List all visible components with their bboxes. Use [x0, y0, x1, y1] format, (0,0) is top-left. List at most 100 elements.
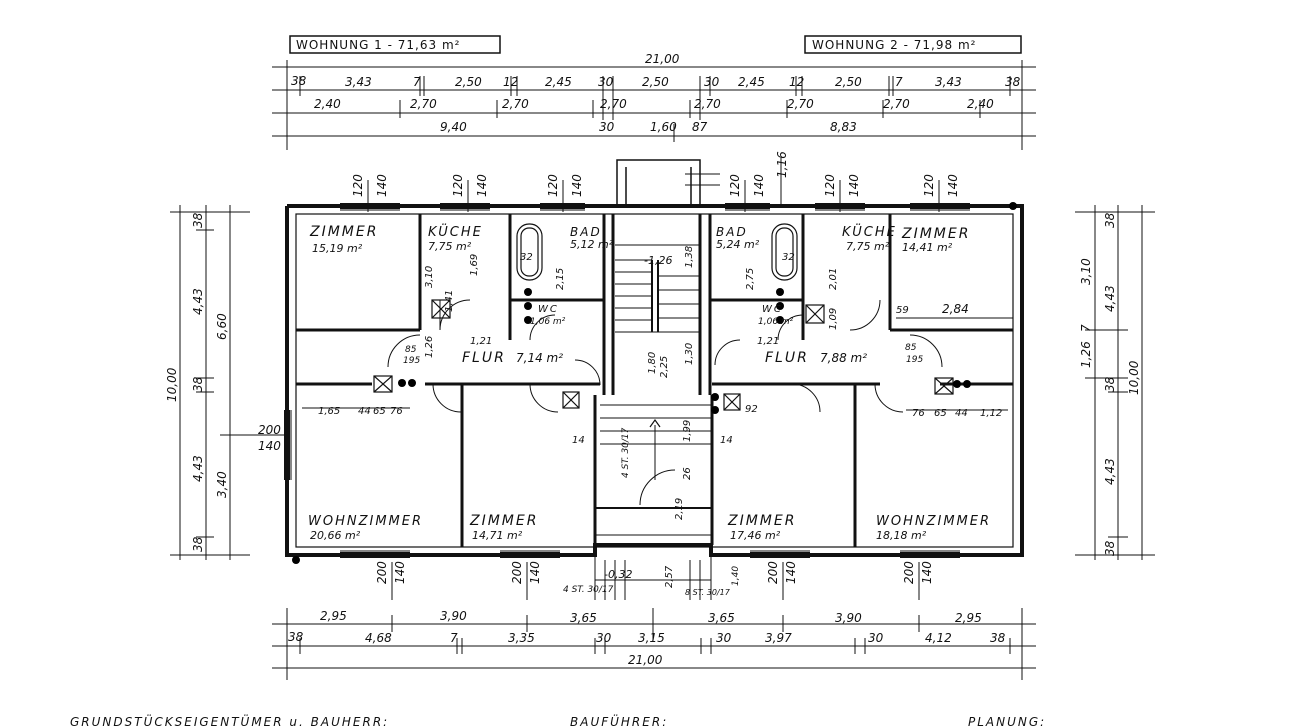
room-area: 14,41 m²: [902, 241, 953, 254]
dim-label: 76: [390, 406, 403, 417]
dim-label: 2,70: [694, 97, 721, 111]
dim-label: 140: [475, 174, 489, 197]
room-area: 20,66 m²: [310, 529, 361, 542]
room-name: ZIMMER: [901, 226, 970, 242]
dim-label: 140: [570, 174, 584, 197]
stair-canopy: [616, 159, 720, 206]
dim-label: 1,16: [775, 151, 789, 178]
dim-label: 140: [528, 561, 542, 584]
dim-label: 3,65: [570, 611, 597, 625]
bottom-window-markers: 200 140 200 140 200 140 200 140: [375, 561, 934, 600]
dim-label: 32: [520, 252, 533, 263]
dim-label: 65: [934, 408, 947, 419]
dim-label: 1,26: [424, 336, 435, 358]
dim-label: 3,90: [440, 609, 467, 623]
dim-label: 7: [413, 75, 421, 89]
dim-label: 4,68: [365, 631, 392, 645]
dim-label: 30: [599, 120, 615, 134]
dim-label: 140: [375, 174, 389, 197]
room-name: KÜCHE: [428, 223, 483, 240]
dim-label: 1,38: [684, 246, 695, 268]
dim-label: 140: [847, 174, 861, 197]
dim-label: 44: [358, 406, 371, 417]
dim-label: 38: [191, 212, 205, 228]
dim-label: 1,99: [682, 420, 693, 442]
dim-label: 4,43: [1103, 458, 1117, 485]
top-row3-labels: 9,40 30 1,60 87 8,83: [440, 120, 857, 134]
room-area: 14,71 m²: [472, 529, 523, 542]
room-area: 7,75 m²: [428, 240, 472, 253]
dim-label: 3,15: [638, 631, 665, 645]
apartment-1-label: WOHNUNG 1 - 71,63 m²: [296, 38, 460, 52]
apartment-2-label: WOHNUNG 2 - 71,98 m²: [812, 38, 976, 52]
top-dimension-ticks: [299, 76, 1011, 142]
dim-label: 2,40: [967, 97, 994, 111]
room-name: WOHNZIMMER: [308, 514, 423, 529]
dim-label: 200: [258, 423, 281, 437]
dim-label: 26: [682, 467, 693, 480]
room-name: ZIMMER: [727, 513, 796, 529]
dim-label: 120: [546, 174, 560, 197]
room-area: 18,18 m²: [876, 529, 927, 542]
dim-label: 120: [823, 174, 837, 197]
dim-label: 3,35: [508, 631, 535, 645]
dim-label: 200: [902, 561, 916, 584]
dim-label: 6,60: [215, 313, 229, 340]
top-dimension-chain: [272, 60, 1036, 150]
room-flur-left: FLUR 7,14 m²: [462, 350, 563, 366]
dim-label: 2,70: [787, 97, 814, 111]
dim-label: 38: [1005, 75, 1021, 89]
dim-label: 2,40: [314, 97, 341, 111]
room-area: 1,06 m²: [758, 317, 794, 327]
room-area: 5,12 m²: [570, 238, 614, 251]
dim-label: 10,00: [1127, 360, 1141, 395]
room-name: WC: [538, 304, 559, 315]
dim-label: 140: [920, 561, 934, 584]
dim-label: 85: [905, 343, 917, 353]
dim-label: 4,43: [191, 288, 205, 315]
dim-label: 85: [405, 345, 417, 355]
room-name: FLUR: [462, 350, 506, 366]
dim-label: 2,19: [674, 498, 685, 520]
dim-label: 3,97: [765, 631, 792, 645]
dim-label: 120: [922, 174, 936, 197]
dim-label: 1,21: [757, 336, 779, 347]
bottom-row2-labels: 38 4,68 7 3,35 30 3,15 30 3,97 30 4,12 3…: [288, 630, 1006, 645]
dim-label: 140: [946, 174, 960, 197]
interior-dimensions: 1,65 44 65 76 76 65 44 1,12 2,84 59 85 1…: [302, 246, 1013, 588]
room-bad-left: BAD 5,12 m²: [570, 225, 614, 251]
room-name: ZIMMER: [469, 513, 538, 529]
room-area: 5,24 m²: [716, 238, 760, 251]
dim-label: 38: [191, 536, 205, 552]
dim-label: 1,26: [1079, 341, 1093, 368]
dim-label: 38: [288, 630, 304, 644]
stair-steps-note: 4 ST. 30/17: [563, 585, 614, 595]
room-name: WOHNZIMMER: [876, 514, 991, 529]
door-swings: [387, 299, 943, 506]
dim-label: 1,41: [444, 290, 455, 312]
dim-label: 1,80: [647, 352, 658, 374]
dim-label: 32: [782, 252, 795, 263]
room-zimmer-bottom-left: ZIMMER 14,71 m²: [469, 513, 538, 542]
dim-label: 59: [896, 305, 909, 316]
room-wc-left: WC 1,06 m²: [530, 304, 566, 327]
stair-steps-note: 8 ST. 30/17: [685, 588, 731, 597]
dim-label: 1,30: [684, 343, 695, 365]
room-name: ZIMMER: [309, 224, 378, 240]
dim-label: 3,65: [708, 611, 735, 625]
dim-label: 200: [510, 561, 524, 584]
bottom-dimension-chain: [272, 608, 1036, 680]
dim-label: 12: [789, 75, 804, 89]
room-area: 1,06 m²: [530, 317, 566, 327]
room-name: KÜCHE: [842, 223, 897, 240]
dim-label: 120: [451, 174, 465, 197]
dim-label: 195: [403, 356, 420, 366]
dim-label: 1,12: [980, 408, 1002, 419]
dim-label: 2,75: [745, 268, 756, 290]
dim-label: 38: [1103, 212, 1117, 228]
right-dimension-chain: [1075, 205, 1155, 560]
dim-label: 2,45: [545, 75, 572, 89]
dim-label: 140: [752, 174, 766, 197]
dim-label: 120: [728, 174, 742, 197]
dim-label: 14: [572, 435, 585, 446]
